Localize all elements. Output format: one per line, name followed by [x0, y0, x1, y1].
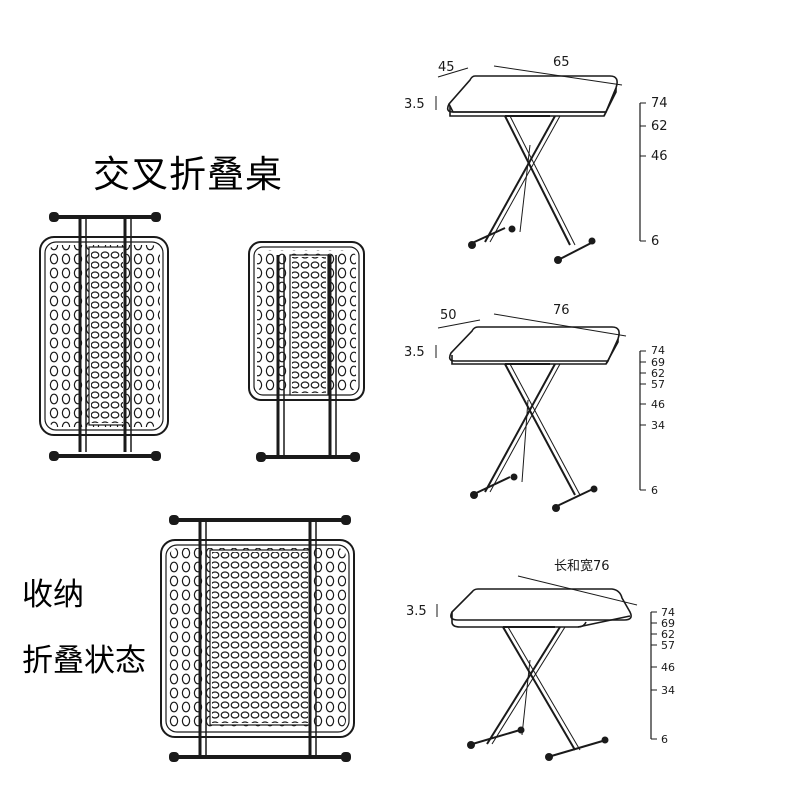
table-3-height-tick: 62: [661, 628, 675, 641]
folded-table-left: [39, 212, 169, 461]
table-3-height-tick: 46: [661, 661, 675, 674]
folded-table-middle: [248, 241, 365, 462]
table-2-height-tick: 69: [651, 356, 665, 369]
table-2-drawing: 50 76 3.5 74 69 62 57 46 34 6: [404, 303, 665, 512]
table-2-height-tick: 74: [651, 344, 665, 357]
table-2-height-tick: 6: [651, 484, 658, 497]
table-3-drawing: 长和宽76 3.5 74 69 62 57 46 34 6: [406, 558, 675, 761]
table-2-depth: 50: [440, 308, 457, 323]
table-3-height-tick: 6: [661, 733, 668, 746]
table-3-height-tick: 74: [661, 606, 675, 619]
storage-label: 收纳: [22, 577, 84, 613]
folded-table-bottom: [160, 515, 355, 762]
table-2-width: 76: [553, 303, 570, 318]
table-1-height-tick: 6: [651, 234, 659, 249]
table-2-height-tick: 62: [651, 367, 665, 380]
table-1-height-tick: 46: [651, 149, 668, 164]
table-1-width: 65: [553, 55, 570, 70]
table-2-height-tick: 46: [651, 398, 665, 411]
table-1-height-tick: 62: [651, 119, 668, 134]
table-3-height-tick: 69: [661, 617, 675, 630]
table-2-thickness: 3.5: [404, 345, 425, 360]
folded-state-label: 折叠状态: [22, 643, 146, 679]
table-1-thickness: 3.5: [404, 97, 425, 112]
table-1-depth: 45: [438, 60, 455, 75]
page-title: 交叉折叠桌: [93, 153, 283, 196]
table-3-size: 长和宽76: [554, 558, 610, 574]
table-3-thickness: 3.5: [406, 604, 427, 619]
table-3-height-tick: 34: [661, 684, 675, 697]
table-2-height-tick: 34: [651, 419, 665, 432]
table-1-drawing: 45 65 3.5 74 62 46 6: [404, 55, 668, 264]
table-2-height-tick: 57: [651, 378, 665, 391]
table-1-height-tick: 74: [651, 96, 668, 111]
table-3-height-tick: 57: [661, 639, 675, 652]
